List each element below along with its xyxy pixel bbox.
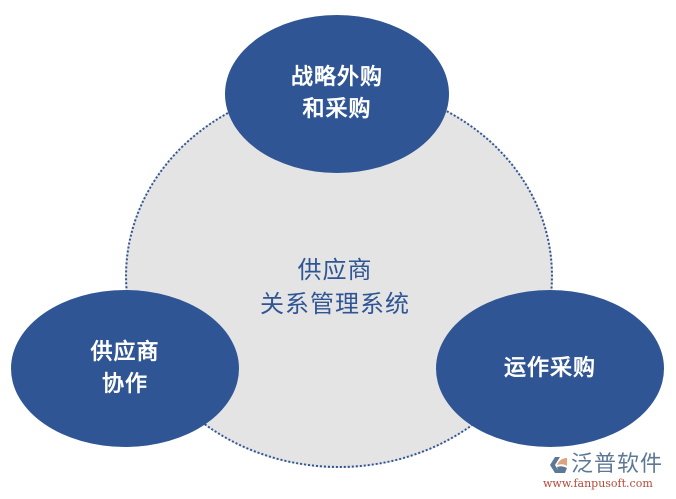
node-operational-procurement: 运作采购	[436, 290, 664, 447]
node-strategic-sourcing-label: 战略外购 和采购	[290, 65, 383, 122]
node-operational-procurement-label: 运作采购	[503, 355, 596, 381]
center-label: 供应商 关系管理系统	[260, 256, 410, 318]
node-strategic-sourcing: 战略外购 和采购	[225, 15, 449, 173]
watermark-brand: 泛普软件	[571, 452, 664, 477]
watermark-url: www.fanpusoft.com	[543, 477, 653, 490]
fanpu-logo-icon	[550, 457, 567, 473]
node-supplier-collaboration-label: 供应商 协作	[90, 339, 160, 397]
watermark-logo: 泛普软件 www.fanpusoft.com	[543, 452, 670, 492]
node-supplier-collaboration: 供应商 协作	[11, 290, 239, 447]
